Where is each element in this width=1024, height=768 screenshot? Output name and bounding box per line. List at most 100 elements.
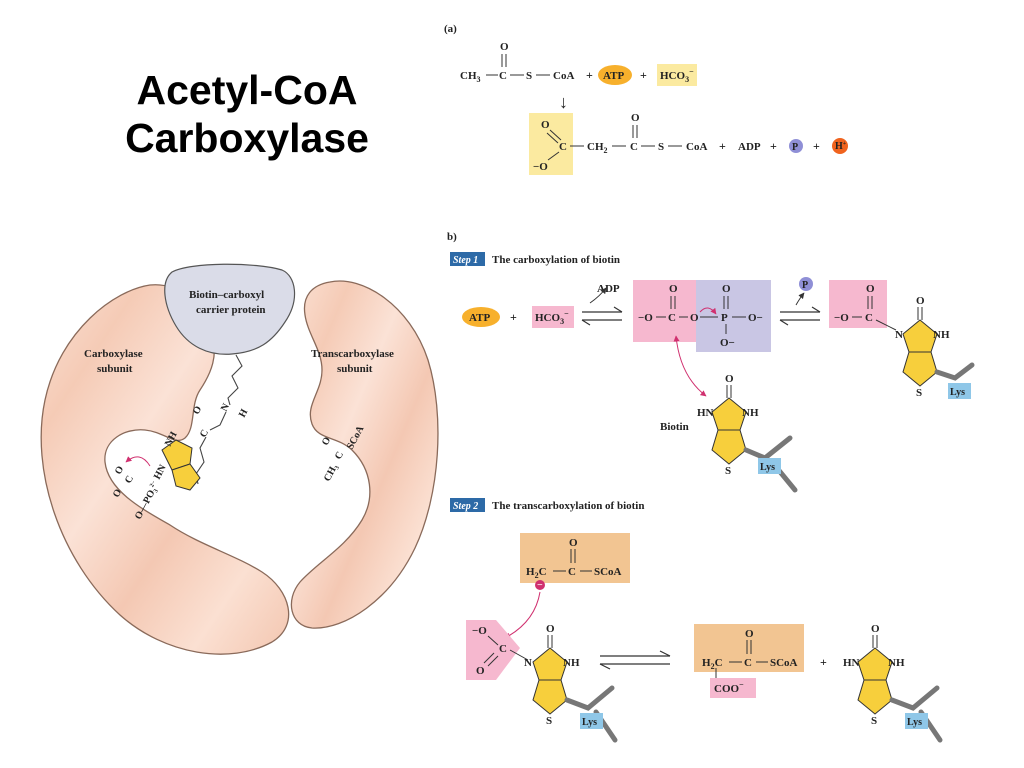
enzyme-electron-arrow: [125, 456, 151, 467]
trans-label-2: subunit: [337, 363, 373, 375]
enzyme-illustration: Biotin–carboxyl carrier protein Carboxyl…: [40, 263, 439, 655]
atp-badge: [462, 307, 500, 327]
proton-badge: [832, 138, 848, 154]
carboxyl-box: [529, 113, 573, 175]
title-line-1: Acetyl-CoA: [136, 67, 358, 113]
transcarboxylase-subunit-shape: [290, 280, 439, 629]
s2-nh1: NH: [563, 657, 580, 669]
arm-c: C: [198, 428, 211, 440]
pi-release-arrow: [795, 292, 805, 306]
panel-b-step2: Step 2 The transcarboxylation of biotin …: [450, 498, 943, 743]
s2-minus: −: [537, 580, 543, 591]
b-o4: O: [866, 283, 875, 295]
s2-nh2: NH: [888, 657, 905, 669]
bond: [487, 655, 499, 667]
s2-neg-o: −O: [472, 625, 487, 637]
s2-o3: O: [546, 623, 555, 635]
s2-c2: C: [499, 643, 507, 655]
s2-hn: HN: [843, 657, 860, 669]
carboxyl-box: [829, 280, 887, 328]
b-o6: O: [725, 373, 734, 385]
b-o2: O: [690, 312, 699, 324]
bccp-shape: [164, 263, 296, 355]
bccp-label-2: carrier protein: [196, 304, 266, 316]
step1-badge-bg: [450, 252, 485, 266]
attack-arrow: [504, 591, 541, 639]
enzyme-right-ch3: CH3: [322, 462, 341, 484]
b-nh1: NH: [933, 329, 950, 341]
s2-h2c-1: H2C: [526, 566, 547, 580]
bond: [875, 319, 897, 331]
a-o2: O: [541, 119, 550, 131]
enzyme-hn: HN: [152, 462, 169, 481]
a-o3: O: [631, 112, 640, 124]
eq-back-head: [779, 319, 789, 326]
a-atp: ATP: [603, 70, 624, 82]
eq-back-head: [581, 319, 591, 326]
b-adp: ADP: [597, 283, 620, 295]
s2-o2: O: [476, 665, 485, 677]
s2-h2c-2: H2C: [702, 657, 723, 671]
a-p: P: [792, 142, 798, 153]
s2-plus: +: [820, 655, 827, 669]
b-neg-o1: −O: [638, 312, 653, 324]
biotin-ring-upper-right: [902, 307, 975, 387]
b-n1: N: [895, 329, 903, 341]
b-s1: S: [916, 387, 922, 399]
enzyme-right-c: C: [333, 450, 346, 462]
s2-c3: C: [744, 657, 752, 669]
a-s1: S: [526, 70, 532, 82]
b-o-minus1: O−: [748, 312, 763, 324]
enzyme-left-o1: O: [113, 464, 126, 476]
atp-badge: [598, 65, 632, 85]
b-atp: ATP: [469, 312, 490, 324]
carboxylase-label-2: subunit: [97, 363, 133, 375]
panel-a-label: (a): [444, 23, 457, 35]
b-biotin-label: Biotin: [660, 421, 689, 433]
a-plus4: +: [770, 139, 777, 153]
nucleophile-arrow: [673, 335, 707, 397]
a-c2: C: [559, 141, 567, 153]
carboxylase-subunit-shape: [40, 284, 290, 655]
step1-title: The carboxylation of biotin: [492, 254, 620, 266]
phosphate-box: [696, 280, 771, 352]
panel-b-label: b): [447, 231, 457, 243]
s2-coo: COO−: [714, 680, 744, 695]
bond: [487, 635, 499, 646]
enzyme-biotin-ring: [161, 439, 201, 491]
b-p-atom: P: [721, 312, 728, 324]
b-o1: O: [669, 283, 678, 295]
eq-forward-head: [613, 306, 623, 313]
a-plus2: +: [640, 68, 647, 82]
adp-release-arrow: [589, 287, 607, 304]
coo-box: [710, 678, 756, 698]
s2-lys1: Lys: [582, 717, 597, 728]
a-c1: C: [499, 70, 507, 82]
b-o-minus2: O−: [720, 337, 735, 349]
s2-lys2: Lys: [907, 717, 922, 728]
lys-box: [580, 713, 603, 729]
title-line-2: Carboxylase: [125, 115, 369, 161]
a-coa2: CoA: [686, 141, 707, 153]
a-down-arrow: ↓: [559, 92, 568, 112]
step1-badge: Step 1: [453, 255, 478, 266]
bond: [549, 129, 562, 141]
a-adp: ADP: [738, 141, 761, 153]
b-neg-o2: −O: [834, 312, 849, 324]
biotin-ring-step2-right: [857, 635, 943, 743]
s2-n: N: [524, 657, 532, 669]
b-c2: C: [865, 312, 873, 324]
eq-forward-head: [811, 306, 821, 313]
phosphate-badge: [789, 139, 803, 153]
b-o5: O: [916, 295, 925, 307]
hco3-box: [657, 64, 697, 86]
electron-arrow: [699, 307, 717, 315]
panel-b-step1: b) Step 1 The carboxylation of biotin AT…: [447, 231, 975, 493]
b-hn1: HN: [697, 407, 714, 419]
bond: [546, 132, 559, 144]
s2-s2: S: [871, 715, 877, 727]
a-ch3: CH3: [460, 70, 481, 84]
bond: [547, 151, 560, 161]
eq-back-head: [599, 663, 611, 670]
